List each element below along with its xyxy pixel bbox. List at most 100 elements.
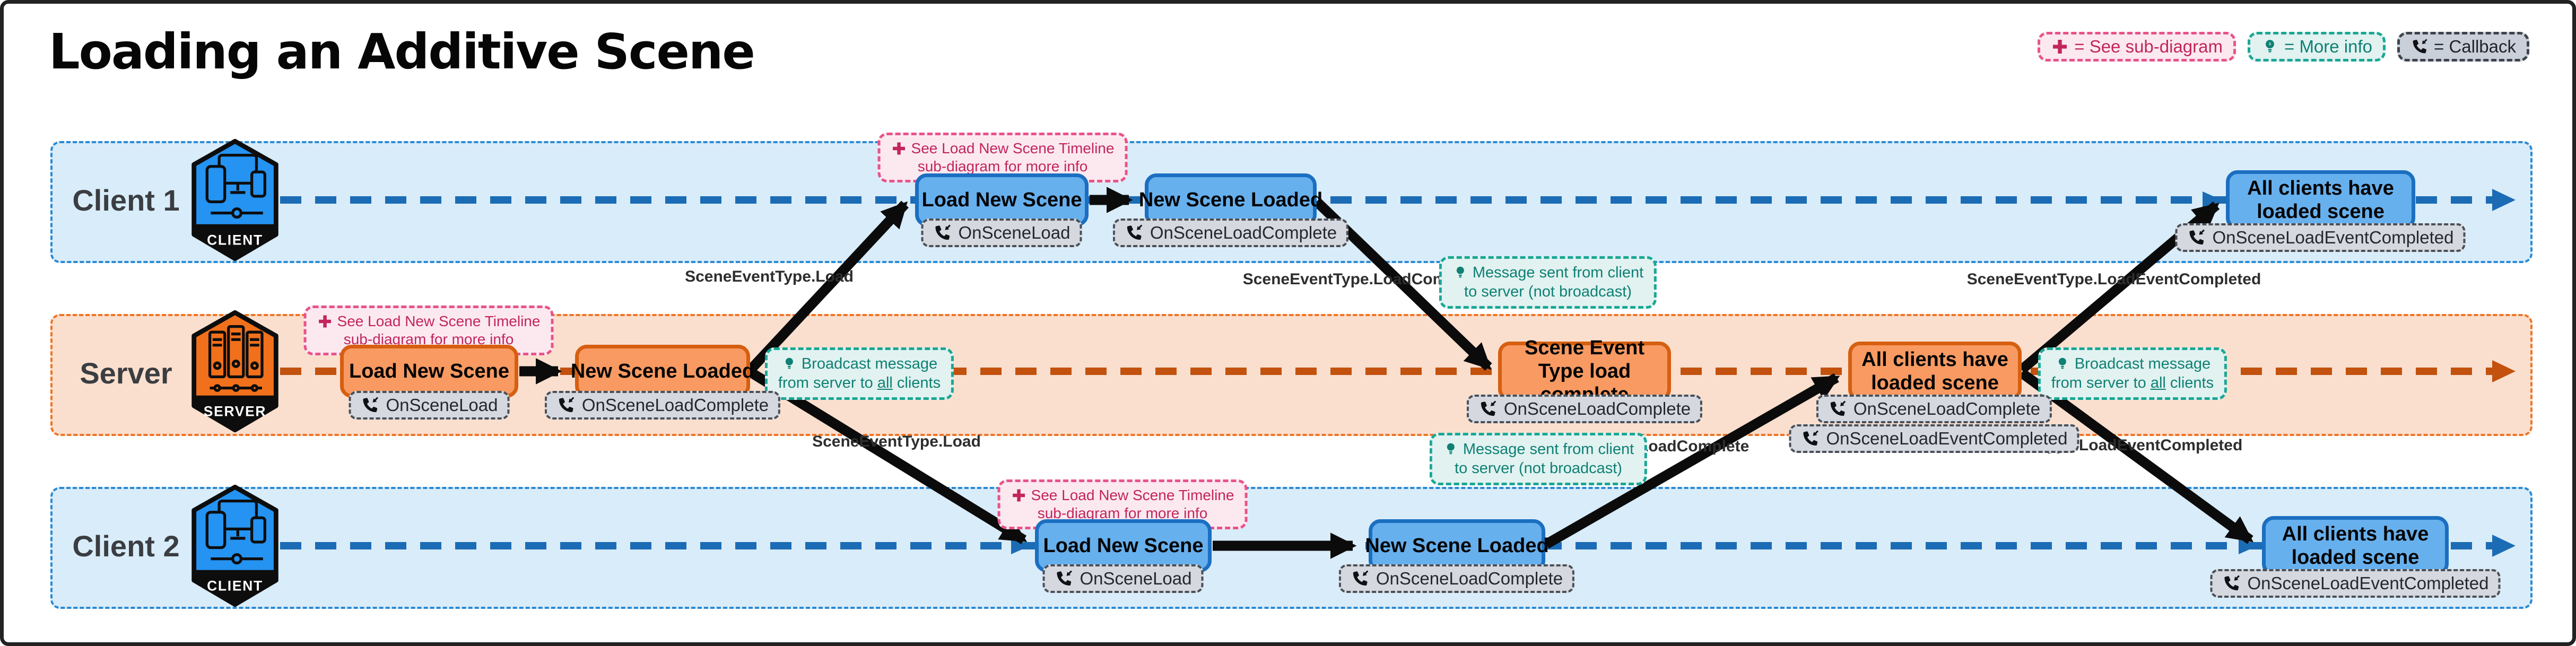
- callback-icon: [363, 397, 378, 413]
- client1-timeline: [280, 196, 2494, 204]
- annotation-client-message-2: Message sent from client to server (not …: [1429, 433, 1648, 485]
- callback-icon: [559, 397, 575, 413]
- callback-label: OnSceneLoadEventCompleted: [2247, 573, 2489, 593]
- client2-timeline-arrowhead: [2492, 535, 2516, 557]
- callback-icon: [1353, 570, 1369, 586]
- node-client1-new-scene-loaded: New Scene Loaded: [1139, 173, 1322, 226]
- annotation-line: clients: [2165, 374, 2214, 392]
- annotation-broadcast-2: Broadcast message from server to all cli…: [2038, 347, 2227, 400]
- legend-sub-diagram-label: = See sub-diagram: [2074, 37, 2223, 56]
- bulb-icon: [2058, 357, 2066, 369]
- node-label: New Scene Loaded: [570, 360, 755, 382]
- callback-icon: [2189, 229, 2205, 245]
- annotation-client-message-1: Message sent from client to server (not …: [1439, 256, 1657, 309]
- node-label: All clients have loaded scene: [2282, 522, 2429, 569]
- annotation-line: all: [877, 374, 893, 392]
- node-server-scene-event-load-complete: Scene Event Type load complete: [1498, 337, 1671, 406]
- edge-label-loadeventcompleted-1: SceneEventType.LoadEventCompleted: [1966, 270, 2261, 288]
- callback-label: OnSceneLoadComplete: [1150, 223, 1337, 242]
- node-label: All clients have loaded scene: [1861, 348, 2008, 394]
- actor-label: SERVER: [204, 403, 266, 419]
- node-server-new-scene-loaded: New Scene Loaded: [571, 345, 754, 398]
- callback-icon: [2413, 39, 2427, 54]
- client1-timeline-arrowhead: [2492, 189, 2516, 211]
- callback-icon: [1481, 400, 1496, 416]
- annotation-line: from server to: [778, 374, 877, 392]
- node-server-load-new-scene: Load New Scene: [340, 345, 518, 398]
- callback-chip: OnSceneLoadComplete: [1112, 219, 1349, 247]
- bulb-icon: [785, 357, 793, 369]
- diagram-title: Loading an Additive Scene: [49, 23, 755, 80]
- legend-sub-diagram: = See sub-diagram: [2038, 32, 2236, 62]
- callback-chip: OnSceneLoadEventCompleted: [2210, 569, 2501, 598]
- callback-chip: OnSceneLoadEventCompleted: [2175, 223, 2466, 252]
- callback-label: OnSceneLoadComplete: [1503, 399, 1691, 418]
- actor-label: CLIENT: [207, 232, 263, 248]
- actor-label: CLIENT: [207, 578, 263, 593]
- callback-chip: OnSceneLoad: [349, 391, 510, 420]
- callback-icon: [2224, 575, 2240, 591]
- callback-chip: OnSceneLoad: [1042, 564, 1204, 593]
- callback-label: OnSceneLoad: [958, 223, 1071, 242]
- legend-callback: = Callback: [2397, 32, 2529, 62]
- callback-chip: OnSceneLoadComplete: [544, 391, 781, 420]
- node-client2-all-clients-loaded: All clients have loaded scene: [2262, 516, 2449, 575]
- annotation-line: to server (not broadcast): [1464, 283, 1632, 301]
- bulb-icon: [1456, 266, 1464, 278]
- legend-more-info-label: = More info: [2284, 37, 2372, 56]
- annotation-line: sub-diagram for more info: [917, 158, 1088, 175]
- plus-icon: [893, 142, 906, 155]
- callback-chip: OnSceneLoad: [921, 219, 1082, 247]
- node-label: Load New Scene: [349, 360, 509, 382]
- server-hexagon-badge: SERVER: [192, 310, 279, 433]
- node-label: New Scene Loaded: [1365, 534, 1549, 557]
- node-label: New Scene Loaded: [1138, 188, 1323, 211]
- callback-icon: [1127, 224, 1143, 240]
- legend: = See sub-diagram = More info = Callback: [2038, 32, 2529, 62]
- callback-chip: OnSceneLoadComplete: [1338, 564, 1575, 593]
- callback-label: OnSceneLoadComplete: [1853, 399, 2041, 418]
- plus-icon: [2053, 39, 2067, 54]
- callback-icon: [1057, 570, 1072, 586]
- callback-icon: [935, 224, 951, 240]
- callback-icon: [1830, 400, 1846, 416]
- annotation-line: Message sent from client: [1472, 264, 1644, 281]
- arrow-server-to-client2-completed: [2018, 369, 2253, 544]
- bulb-icon: [1447, 443, 1455, 455]
- annotation-line: clients: [892, 374, 941, 392]
- callback-label: OnSceneLoadComplete: [581, 395, 769, 415]
- annotation-line: all: [2150, 374, 2166, 392]
- client2-hexagon-badge: CLIENT: [192, 484, 279, 607]
- server-rack-icon: [208, 325, 264, 392]
- annotation-line: to server (not broadcast): [1455, 460, 1622, 477]
- server-timeline-arrowhead: [2492, 360, 2516, 382]
- callback-chip: OnSceneLoadComplete: [1816, 395, 2052, 423]
- plus-icon: [319, 315, 332, 328]
- annotation-line: Message sent from client: [1463, 441, 1634, 458]
- callback-label: OnSceneLoadComplete: [1376, 569, 1563, 588]
- annotation-line: Broadcast message: [2074, 355, 2211, 372]
- edge-label-load-2: SceneEventType.Load: [812, 433, 981, 450]
- plus-icon: [1013, 489, 1025, 502]
- client-devices-icon: [205, 500, 266, 565]
- legend-more-info: = More info: [2248, 32, 2386, 62]
- callback-chip: OnSceneLoadComplete: [1466, 395, 1703, 423]
- annotation-line: sub-diagram for more info: [343, 331, 514, 348]
- legend-callback-label: = Callback: [2434, 37, 2516, 56]
- client1-hexagon-badge: CLIENT: [192, 138, 279, 261]
- node-client1-load-new-scene: Load New Scene: [915, 173, 1089, 226]
- annotation-line: See Load New Scene Timeline: [1031, 487, 1234, 503]
- annotation-line: sub-diagram for more info: [1037, 505, 1208, 522]
- callback-label: OnSceneLoad: [386, 395, 498, 415]
- annotation-line: See Load New Scene Timeline: [337, 313, 541, 329]
- arrow-client2-to-server-loadcomplete: [1544, 373, 1840, 549]
- node-label: Load New Scene: [921, 188, 1082, 211]
- client-devices-icon: [205, 154, 266, 219]
- node-server-all-clients-loaded: All clients have loaded scene: [1848, 342, 2022, 401]
- edge-label-load-1: SceneEventType.Load: [685, 268, 854, 285]
- arrow-server-to-client1-load: [745, 200, 909, 375]
- lane-label-client2: Client 2: [72, 529, 180, 563]
- node-label: All clients have loaded scene: [2247, 177, 2394, 223]
- annotation-line: from server to: [2051, 374, 2151, 392]
